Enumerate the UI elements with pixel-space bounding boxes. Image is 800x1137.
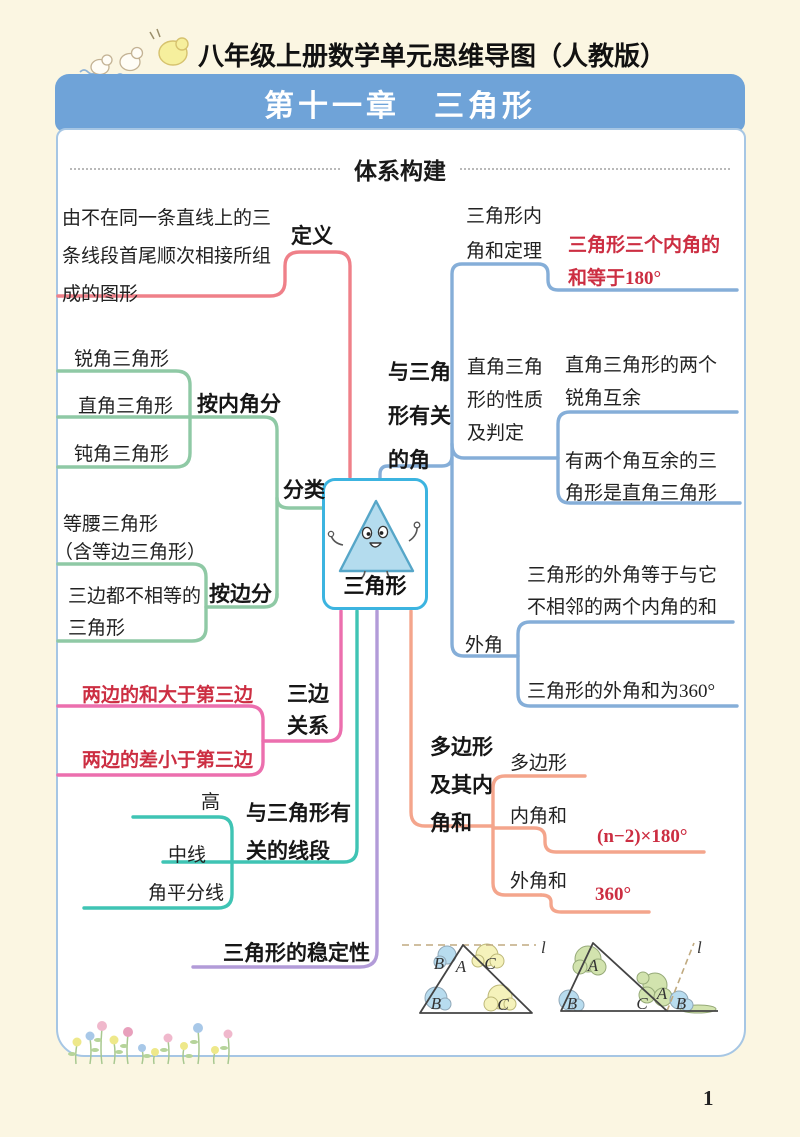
chapter-banner: 第十一章 三角形 xyxy=(55,74,745,132)
polygon-label-line1: 多边形 xyxy=(430,736,493,759)
definition-text-line1: 由不在同一条直线上的三 xyxy=(62,208,272,229)
bisector-item: 角平分线 xyxy=(148,883,225,904)
section-header: 体系构建 xyxy=(70,152,730,186)
stability-label: 三角形的稳定性 xyxy=(223,942,370,965)
diff-rule: 两边的差小于第三边 xyxy=(82,750,254,771)
root-node-label: 三角形 xyxy=(343,575,407,598)
fig2-base-left-angle: B xyxy=(567,994,578,1013)
isosceles-line1: 等腰三角形 xyxy=(63,514,159,535)
fig2-exterior-a-angle: A xyxy=(656,984,668,1003)
sum-rule: 两边的和大于第三边 xyxy=(82,685,254,706)
exterior-label: 外角 xyxy=(465,635,504,656)
interior-sum-item: 内角和 xyxy=(510,806,568,827)
by-angle-label: 按内角分 xyxy=(197,393,281,416)
interior-sum-formula: (n−2)×180° xyxy=(597,826,688,847)
right-triangle: 直角三角形 xyxy=(78,396,174,417)
interior-label-line2: 角和定理 xyxy=(466,241,543,262)
chapter-title: 第十一章 三角形 xyxy=(264,90,536,123)
right-judgment-line1: 有两个角互余的三 xyxy=(565,451,718,472)
right-label-line3: 及判定 xyxy=(467,423,525,444)
side-relation-label-line1: 三边 xyxy=(287,683,329,706)
chicks-decoration-icon xyxy=(79,28,189,77)
section-title: 体系构建 xyxy=(354,158,446,184)
angles-label-line1: 与三角 xyxy=(388,361,451,384)
segments-label-line1: 与三角形有 xyxy=(246,802,351,825)
right-property-line1: 直角三角形的两个 xyxy=(565,355,718,376)
classification-label: 分类 xyxy=(283,479,325,502)
figure-exterior-angle: l A B C A B xyxy=(558,938,718,1014)
page-number: 1 xyxy=(703,1086,714,1110)
exterior-sum: 三角形的外角和为360° xyxy=(527,681,716,702)
fig1-base-left-angle: B xyxy=(431,994,442,1013)
angles-label-line3: 的角 xyxy=(388,449,430,472)
obtuse-triangle: 钝角三角形 xyxy=(74,444,170,465)
right-judgment-line2: 角形是直角三角形 xyxy=(565,483,718,504)
definition-text-line2: 条线段首尾顺次相接所组 xyxy=(62,246,272,267)
dotted-divider-right xyxy=(460,168,730,170)
exterior-property-line1: 三角形的外角等于与它 xyxy=(527,565,718,586)
figure-angle-sum: l B A C B C xyxy=(402,938,546,1014)
right-label-line1: 直角三角 xyxy=(467,357,544,378)
flowers-decoration-icon xyxy=(68,1021,233,1065)
scalene-line2: 三角形 xyxy=(68,618,126,639)
polygon-label-line2: 及其内 xyxy=(430,774,493,797)
median-item: 中线 xyxy=(168,845,207,866)
fig2-apex-angle: A xyxy=(587,956,599,975)
polygon-label-line3: 角和 xyxy=(430,812,472,835)
fig1-base-right-angle: C xyxy=(497,995,509,1014)
interior-rule-line1: 三角形三个内角的 xyxy=(568,235,721,256)
right-property-line2: 锐角互余 xyxy=(565,388,642,409)
by-side-label: 按边分 xyxy=(209,583,272,606)
polygon-item: 多边形 xyxy=(510,753,568,774)
exterior-sum-value: 360° xyxy=(595,884,632,905)
isosceles-line2: （含等边三角形） xyxy=(54,542,207,563)
fig1-apex-right-angle: C xyxy=(484,954,496,973)
scalene-line1: 三边都不相等的 xyxy=(68,586,202,607)
interior-rule-line2: 和等于180° xyxy=(568,268,662,289)
triangle-character-icon xyxy=(327,499,421,579)
altitude-item: 高 xyxy=(201,792,221,813)
exterior-property-line2: 不相邻的两个内角的和 xyxy=(527,597,718,618)
side-relation-label-line2: 关系 xyxy=(287,715,329,738)
page-title: 八年级上册数学单元思维导图（人教版） xyxy=(198,41,667,71)
fig2-exterior-b-angle: B xyxy=(676,994,687,1013)
segments-label-line2: 关的线段 xyxy=(246,840,330,863)
root-node: 三角形 xyxy=(322,478,428,610)
fig1-apex-left-angle: B xyxy=(434,954,445,973)
right-label-line2: 形的性质 xyxy=(467,390,544,411)
fig1-line-label: l xyxy=(541,938,546,957)
dotted-divider-left xyxy=(70,168,340,170)
acute-triangle: 锐角三角形 xyxy=(74,349,170,370)
definition-text-line3: 成的图形 xyxy=(62,284,139,305)
fig2-base-right-angle: C xyxy=(636,994,648,1013)
definition-label: 定义 xyxy=(291,225,333,248)
angles-label-line2: 形有关 xyxy=(388,405,451,428)
exterior-sum-item: 外角和 xyxy=(510,871,568,892)
fig1-apex-mid-angle: A xyxy=(455,957,467,976)
fig2-line-label: l xyxy=(697,938,702,957)
interior-label-line1: 三角形内 xyxy=(466,206,543,227)
